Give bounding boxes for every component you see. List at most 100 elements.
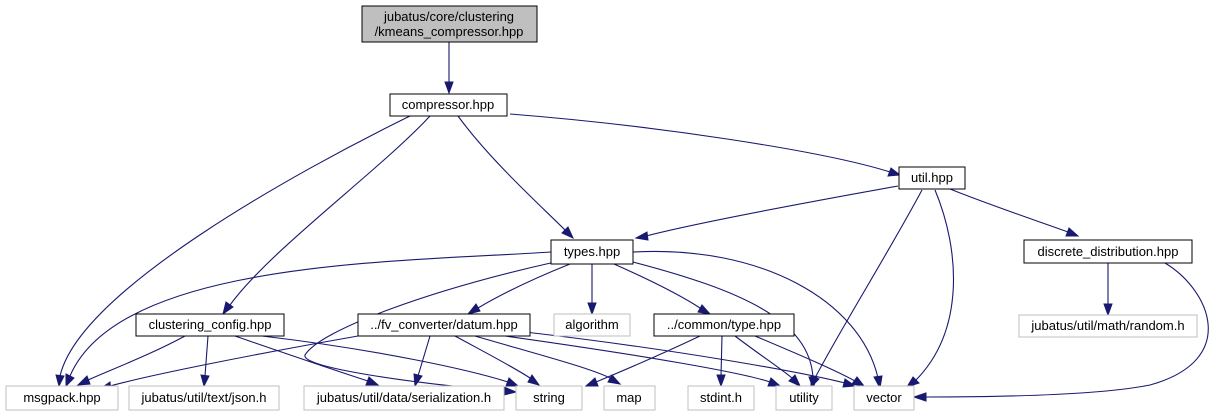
- node-map-box: [603, 385, 656, 411]
- edge-common-type-utility: [734, 335, 793, 379]
- edge-arrowhead: [527, 374, 541, 386]
- edge-compressor-clustering-config: [229, 115, 431, 306]
- edge-arrowhead: [413, 373, 423, 388]
- edge-arrowhead: [65, 373, 75, 388]
- node-datum-box: [357, 313, 531, 337]
- node-datum[interactable]: ../fv_converter/datum.hpp: [357, 313, 531, 337]
- node-clustering-config-box: [135, 313, 285, 337]
- edge-arrowhead: [444, 81, 454, 95]
- edge-compressor-util: [509, 113, 891, 173]
- edge-compressor-msgpack: [59, 115, 411, 377]
- edge-arrowhead: [466, 303, 481, 315]
- node-discrete-distribution-label: discrete_distribution.hpp: [1038, 244, 1179, 259]
- node-stdint[interactable]: stdint.h: [687, 385, 755, 411]
- edge-types-datum: [477, 263, 571, 309]
- edge-arrowhead: [697, 304, 712, 315]
- edge-arrowhead: [503, 386, 518, 396]
- node-utility-label: utility: [789, 390, 819, 405]
- edge-types-vector: [632, 250, 879, 379]
- node-util[interactable]: util.hpp: [898, 166, 966, 190]
- edge-arrowhead: [584, 377, 599, 387]
- node-common-type[interactable]: ../common/type.hpp: [653, 313, 795, 337]
- edge-arrowhead: [716, 374, 726, 388]
- node-types-box: [550, 239, 634, 265]
- edge-arrowhead: [607, 374, 622, 385]
- edge-common-type-vector: [754, 335, 856, 382]
- node-root-line2: /kmeans_compressor.hpp: [375, 24, 524, 39]
- node-types[interactable]: types.hpp: [550, 239, 634, 265]
- nodes: jubatus/core/clustering /kmeans_compress…: [5, 5, 1198, 411]
- node-string[interactable]: string: [515, 385, 583, 411]
- edges: [55, 42, 1209, 402]
- edge-datum-vector: [524, 331, 846, 384]
- edge-clustering-config-msgpack: [87, 335, 186, 381]
- edge-datum-map: [474, 335, 611, 379]
- edge-arrowhead: [788, 374, 802, 388]
- edge-datum-serialization: [417, 335, 431, 377]
- node-vector-box: [853, 385, 915, 411]
- node-serialization[interactable]: jubatus/util/data/serialization.h: [303, 385, 505, 411]
- node-common-type-label: ../common/type.hpp: [667, 317, 781, 332]
- node-util-label: util.hpp: [911, 170, 953, 185]
- node-utility[interactable]: utility: [775, 385, 833, 411]
- edge-types-utility: [632, 261, 814, 379]
- node-random-box: [1018, 314, 1198, 338]
- edge-datum-utility: [504, 335, 771, 383]
- edge-arrowhead: [587, 302, 597, 316]
- node-compressor-label: compressor.hpp: [402, 97, 495, 112]
- node-root[interactable]: jubatus/core/clustering /kmeans_compress…: [361, 5, 538, 43]
- edge-util-vector: [915, 189, 955, 381]
- edge-util-discrete-distribution: [949, 188, 1069, 233]
- edge-arrowhead: [905, 376, 920, 388]
- edge-arrowhead: [767, 377, 782, 387]
- node-stdint-box: [687, 385, 755, 411]
- node-map[interactable]: map: [603, 385, 656, 411]
- node-vector[interactable]: vector: [853, 385, 915, 411]
- node-compressor-box: [389, 93, 508, 117]
- node-algorithm-label: algorithm: [565, 317, 618, 332]
- node-discrete-distribution-box: [1023, 239, 1193, 264]
- node-root-box: [361, 5, 538, 43]
- node-random-label: jubatus/util/math/random.h: [1030, 318, 1184, 333]
- node-algorithm[interactable]: algorithm: [553, 313, 631, 337]
- node-root-line1: jubatus/core/clustering: [383, 9, 514, 24]
- edge-arrowhead: [55, 374, 65, 388]
- node-msgpack-label: msgpack.hpp: [23, 390, 100, 405]
- edge-common-type-string: [595, 335, 701, 383]
- edge-arrowhead: [1103, 303, 1113, 317]
- node-json[interactable]: jubatus/util/text/json.h: [128, 385, 280, 411]
- edge-arrowhead: [873, 375, 883, 390]
- node-stdint-label: stdint.h: [700, 390, 742, 405]
- edge-arrowhead: [200, 374, 210, 388]
- node-msgpack[interactable]: msgpack.hpp: [5, 385, 119, 411]
- edge-compressor-types: [457, 115, 566, 231]
- edge-arrowhead: [887, 167, 902, 177]
- node-algorithm-box: [553, 313, 631, 337]
- node-msgpack-box: [5, 385, 119, 411]
- edge-arrowhead: [842, 378, 857, 388]
- edge-arrowhead: [505, 377, 520, 387]
- node-string-label: string: [533, 390, 565, 405]
- node-compressor[interactable]: compressor.hpp: [389, 93, 508, 117]
- edge-datum-msgpack: [109, 335, 359, 387]
- edge-clustering-config-json: [204, 335, 209, 377]
- edge-arrowhead: [76, 375, 91, 386]
- node-serialization-label: jubatus/util/data/serialization.h: [316, 390, 491, 405]
- node-map-label: map: [616, 390, 641, 405]
- edge-datum-string: [454, 335, 531, 379]
- edge-types-msgpack: [69, 251, 552, 377]
- node-discrete-distribution[interactable]: discrete_distribution.hpp: [1023, 239, 1193, 264]
- node-clustering-config[interactable]: clustering_config.hpp: [135, 313, 285, 337]
- node-json-label: jubatus/util/text/json.h: [140, 390, 266, 405]
- edge-arrowhead: [851, 376, 866, 387]
- edge-arrowhead: [365, 376, 380, 386]
- node-vector-label: vector: [866, 390, 902, 405]
- node-string-box: [515, 385, 583, 411]
- edge-util-utility: [814, 189, 923, 379]
- node-types-label: types.hpp: [564, 244, 620, 259]
- edge-util-types: [645, 185, 899, 237]
- edge-clustering-config-string: [261, 335, 509, 383]
- node-random[interactable]: jubatus/util/math/random.h: [1018, 314, 1198, 338]
- node-common-type-box: [653, 313, 795, 337]
